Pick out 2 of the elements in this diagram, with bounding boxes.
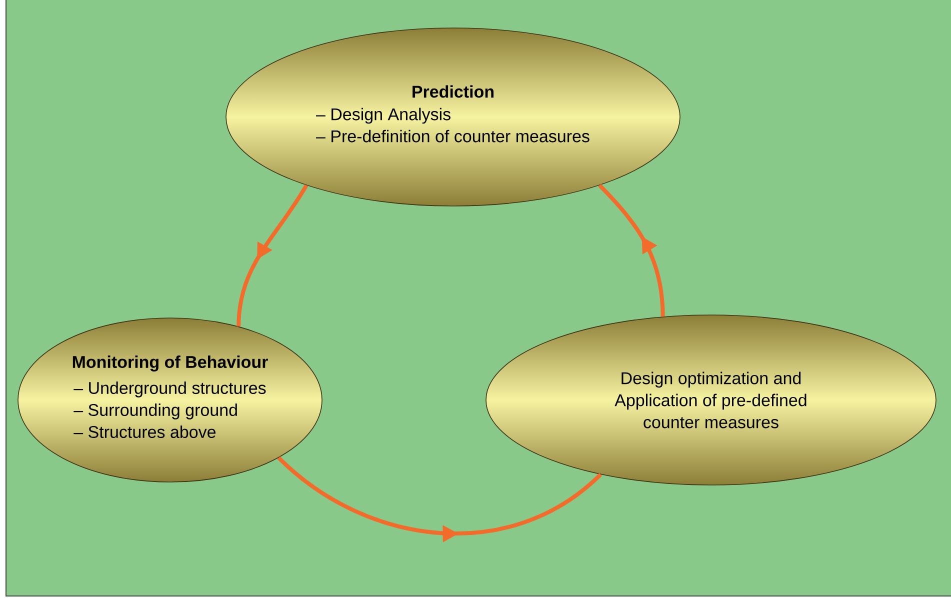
arrow (598, 184, 665, 317)
arrow (236, 184, 308, 327)
